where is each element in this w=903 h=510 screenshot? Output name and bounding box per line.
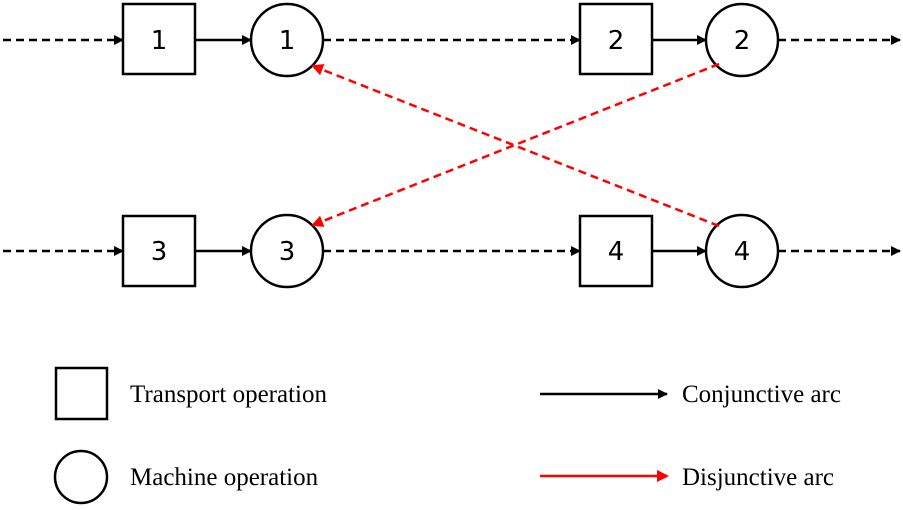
- legend-transport-icon: [54, 366, 109, 421]
- transport-node-1-label: 1: [151, 26, 168, 56]
- legend-conjunctive-label: Conjunctive arc: [682, 381, 841, 408]
- legend-transport-label: Transport operation: [130, 381, 327, 408]
- transport-node-4-label: 4: [608, 237, 625, 267]
- transport-node-2-label: 2: [608, 26, 625, 56]
- transport-node-3: [121, 214, 197, 288]
- machine-node-3-label: 3: [279, 237, 296, 267]
- legend-machine-label: Machine operation: [130, 464, 319, 491]
- legend: Transport operation Machine operation Co…: [53, 366, 841, 505]
- disjunctive-arc-m4-to-m1: [311, 64, 720, 228]
- legend-machine-icon: [53, 449, 109, 505]
- legend-disjunctive-label: Disjunctive arc: [682, 464, 834, 491]
- machine-node-2-label: 2: [734, 26, 751, 56]
- transport-node-3-label: 3: [151, 237, 168, 267]
- transport-node-4: [578, 214, 654, 288]
- disjunctive-arc-m2-to-m3: [311, 62, 720, 227]
- machine-node-1-label: 1: [279, 26, 296, 56]
- transport-node-2: [578, 2, 654, 76]
- machine-node-4-label: 4: [734, 237, 751, 267]
- transport-node-1: [121, 2, 197, 76]
